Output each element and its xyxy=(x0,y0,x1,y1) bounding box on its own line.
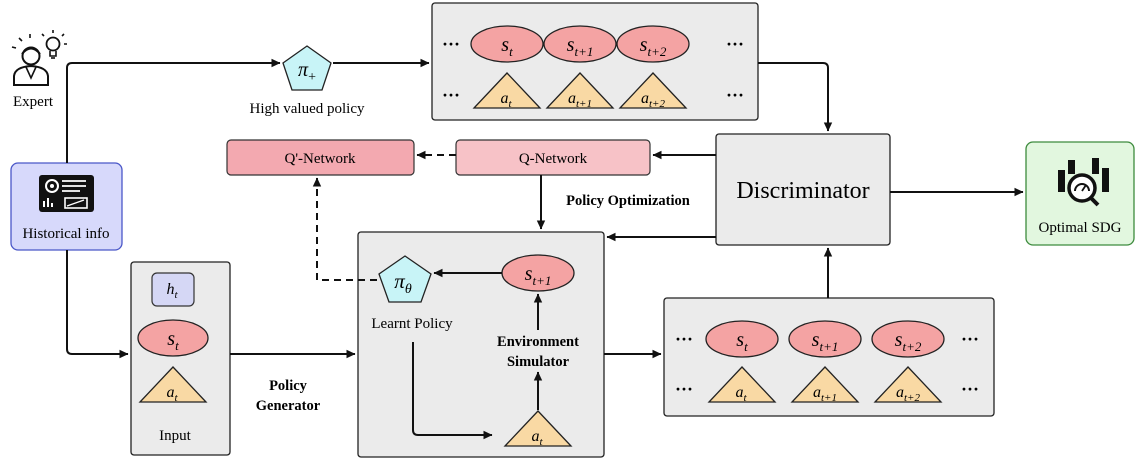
state-label: st xyxy=(501,34,513,59)
policy-generator-label-line1: Policy xyxy=(269,378,308,394)
state-node xyxy=(871,320,945,358)
environment-simulator-label-line1: Environment xyxy=(497,334,579,350)
action-node xyxy=(503,410,573,447)
input-label: Input xyxy=(159,428,191,444)
action-node xyxy=(618,72,688,109)
state-label: st+2 xyxy=(640,34,667,59)
pi-theta-symbol: πθ xyxy=(394,269,412,297)
action-label: at xyxy=(735,384,747,404)
high-valued-policy-node xyxy=(282,45,332,91)
action-node xyxy=(138,366,208,403)
ellipsis-gen-top-right: ··· xyxy=(961,329,979,349)
state-label: st xyxy=(167,328,179,353)
ellipsis-bottom-right: ··· xyxy=(726,85,744,105)
action-label: at+1 xyxy=(568,90,592,110)
action-node xyxy=(873,366,943,403)
action-label: at+2 xyxy=(641,90,665,110)
edge-history-to-policy xyxy=(66,58,281,163)
discriminator-box xyxy=(715,133,891,246)
state-label: st+2 xyxy=(895,329,922,354)
ellipsis-gen-bottom-left: ··· xyxy=(675,379,693,399)
state-node xyxy=(137,319,209,357)
state-node xyxy=(788,320,862,358)
state-label: st+1 xyxy=(812,329,839,354)
action-node xyxy=(790,366,860,403)
learnt-policy-label: Learnt Policy xyxy=(371,316,453,332)
state-node xyxy=(543,25,617,63)
edge-policy-to-action xyxy=(412,342,493,440)
learnt-policy-node xyxy=(378,255,432,303)
action-label: at xyxy=(500,90,512,110)
ellipsis-gen-bottom-right: ··· xyxy=(961,379,979,399)
q-prime-network-box xyxy=(226,139,415,176)
policy-optimization-label: Policy Optimization xyxy=(566,193,690,209)
environment-simulator-label-line2: Simulator xyxy=(507,354,570,370)
edge-policy-to-qprime xyxy=(312,177,377,281)
action-node xyxy=(707,366,777,403)
action-label: at+2 xyxy=(896,384,920,404)
ellipsis-bottom-left: ··· xyxy=(442,85,460,105)
edge-trajectory-to-discriminator xyxy=(758,62,833,132)
input-panel xyxy=(130,261,231,456)
history-label: ht xyxy=(166,281,178,301)
state-label: st xyxy=(736,329,748,354)
expert-label: Expert xyxy=(13,94,54,110)
action-label: at xyxy=(531,428,543,448)
action-label: at xyxy=(166,384,178,404)
state-label: st+1 xyxy=(567,34,594,59)
connectors xyxy=(66,58,1024,440)
action-node xyxy=(545,72,615,109)
expert-icon xyxy=(11,30,67,86)
pi-plus-symbol: π+ xyxy=(298,59,316,85)
policy-generator-label-line2: Generator xyxy=(256,398,321,414)
state-node xyxy=(470,25,544,63)
q-network-box xyxy=(455,139,651,176)
history-node xyxy=(151,272,195,307)
historical-info-label: Historical info xyxy=(22,226,109,242)
discriminator-label: Discriminator xyxy=(736,178,869,204)
action-label: at+1 xyxy=(813,384,837,404)
ellipsis-gen-top-left: ··· xyxy=(675,329,693,349)
state-label: st+1 xyxy=(525,263,552,288)
state-node xyxy=(616,25,690,63)
optimal-sdg-label: Optimal SDG xyxy=(1039,220,1122,236)
high-valued-policy-label: High valued policy xyxy=(250,101,365,117)
ellipsis-top-left: ··· xyxy=(442,34,460,54)
state-node xyxy=(705,320,779,358)
edge-history-to-input xyxy=(66,250,129,359)
q-network-label: Q-Network xyxy=(519,151,588,167)
q-prime-network-label: Q'-Network xyxy=(284,151,356,167)
action-node xyxy=(472,72,542,109)
ellipsis-top-right: ··· xyxy=(726,34,744,54)
dashboard-monitor-icon xyxy=(39,175,94,212)
bar-chart-magnifier-icon xyxy=(1058,158,1109,207)
